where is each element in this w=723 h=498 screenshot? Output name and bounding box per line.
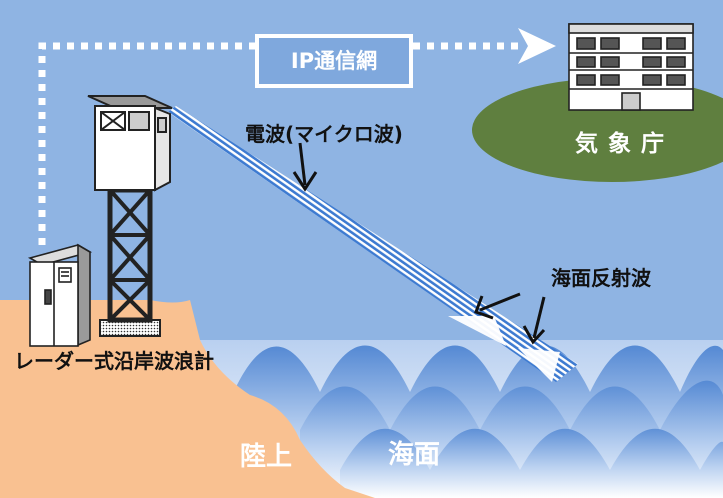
office-building-icon: [568, 23, 694, 111]
network-line: [38, 28, 556, 245]
land-label: 陸上: [240, 442, 293, 472]
sea-label: 海面: [388, 440, 441, 470]
network-label: IP通信網: [255, 34, 413, 88]
cabinet-icon: [27, 243, 93, 347]
arrowhead-icon: [518, 28, 556, 64]
wave-meter-label: レーダー式沿岸波浪計: [14, 349, 214, 373]
agency-label: 気象庁: [575, 131, 674, 157]
radar-tower-icon: [87, 95, 173, 337]
sea-reflection-label: 海面反射波: [551, 266, 651, 290]
land-cliff: [0, 300, 375, 498]
annotation-arrows: [292, 142, 546, 345]
radio-wave-label: 電波(マイクロ波): [245, 122, 403, 146]
